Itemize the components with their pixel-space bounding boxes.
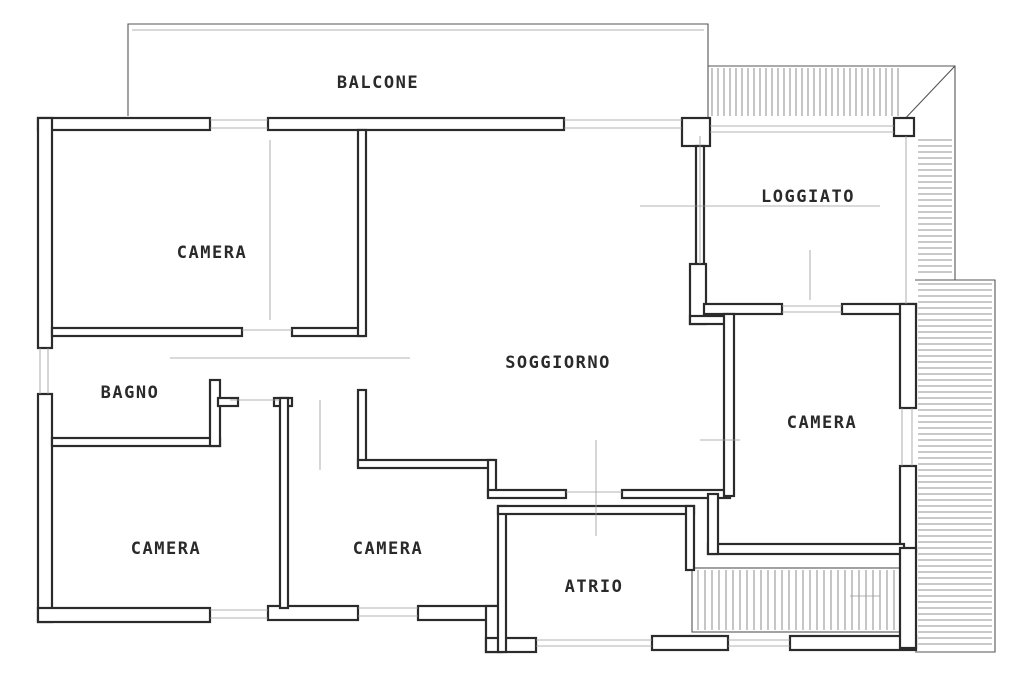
openings [39, 119, 913, 647]
balcony-outline [127, 23, 709, 118]
label-camera-bottom-mid: CAMERA [353, 539, 423, 559]
label-bagno: BAGNO [101, 383, 160, 403]
label-loggiato: LOGGIATO [761, 187, 855, 207]
terrace-steps-right [918, 283, 992, 645]
walls [36, 116, 918, 654]
stair-outlines [691, 65, 996, 653]
guide-lines [170, 140, 880, 597]
label-balcone: BALCONE [337, 73, 419, 93]
label-camera-bottom-left: CAMERA [131, 539, 201, 559]
label-camera-top-left: CAMERA [177, 243, 247, 263]
label-camera-right: CAMERA [787, 413, 857, 433]
entry-stairs [697, 570, 895, 630]
room-labels: BALCONE CAMERA BAGNO CAMERA CAMERA SOGGI… [101, 73, 857, 597]
label-atrio: ATRIO [565, 577, 624, 597]
loggia-side-steps [711, 68, 952, 273]
label-soggiorno: SOGGIORNO [505, 353, 611, 373]
